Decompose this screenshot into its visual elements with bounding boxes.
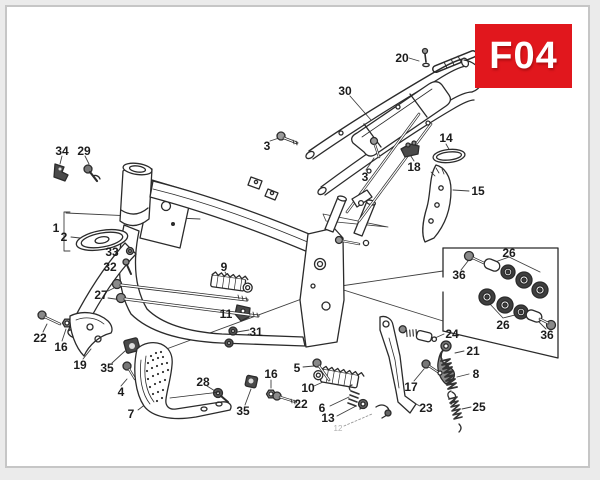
side-guard-15 (422, 164, 452, 243)
skid-plate-7 (134, 342, 232, 420)
bolt-36b (538, 317, 557, 331)
collar-14 (432, 148, 466, 164)
footpeg-9 (210, 271, 253, 293)
nuts-31 (224, 326, 238, 348)
bushings-26-top (500, 264, 549, 299)
bolt-27a (111, 278, 249, 302)
page-code-badge: F04 (475, 24, 572, 88)
clamp-29 (83, 164, 101, 183)
sensor-34 (53, 163, 69, 182)
nut-16a (61, 318, 73, 328)
bolt-22a (37, 310, 62, 326)
bolt-3a (276, 131, 299, 146)
bolt-17 (421, 359, 443, 376)
bolt-3c (334, 235, 370, 247)
bolt-28 (212, 387, 229, 403)
spring-25 (447, 390, 463, 433)
bolt-3b (369, 136, 381, 159)
screw-20 (421, 47, 430, 68)
drawing-root (37, 47, 559, 433)
rear-subframe (305, 50, 484, 223)
bolt-4 (122, 361, 137, 381)
bolt-22b (272, 391, 298, 405)
side-stand-23 (379, 315, 417, 414)
bolt-32 (122, 258, 132, 275)
nut-33 (125, 246, 135, 256)
washer-13 (357, 398, 369, 410)
bushings-26-bottom (478, 288, 529, 320)
footpeg-10 (313, 365, 365, 389)
bolt-36a (463, 250, 488, 266)
disc-2 (75, 228, 129, 252)
bracket-18 (400, 140, 420, 158)
main-frame (67, 162, 377, 348)
pin-12 (375, 404, 392, 419)
pin-24 (398, 325, 438, 343)
bolt-5 (312, 358, 331, 382)
damper-35b (244, 374, 259, 389)
spring-8 (439, 350, 458, 405)
detail-box (442, 247, 559, 359)
guard-19 (69, 311, 113, 357)
bolt-27b (115, 292, 260, 318)
